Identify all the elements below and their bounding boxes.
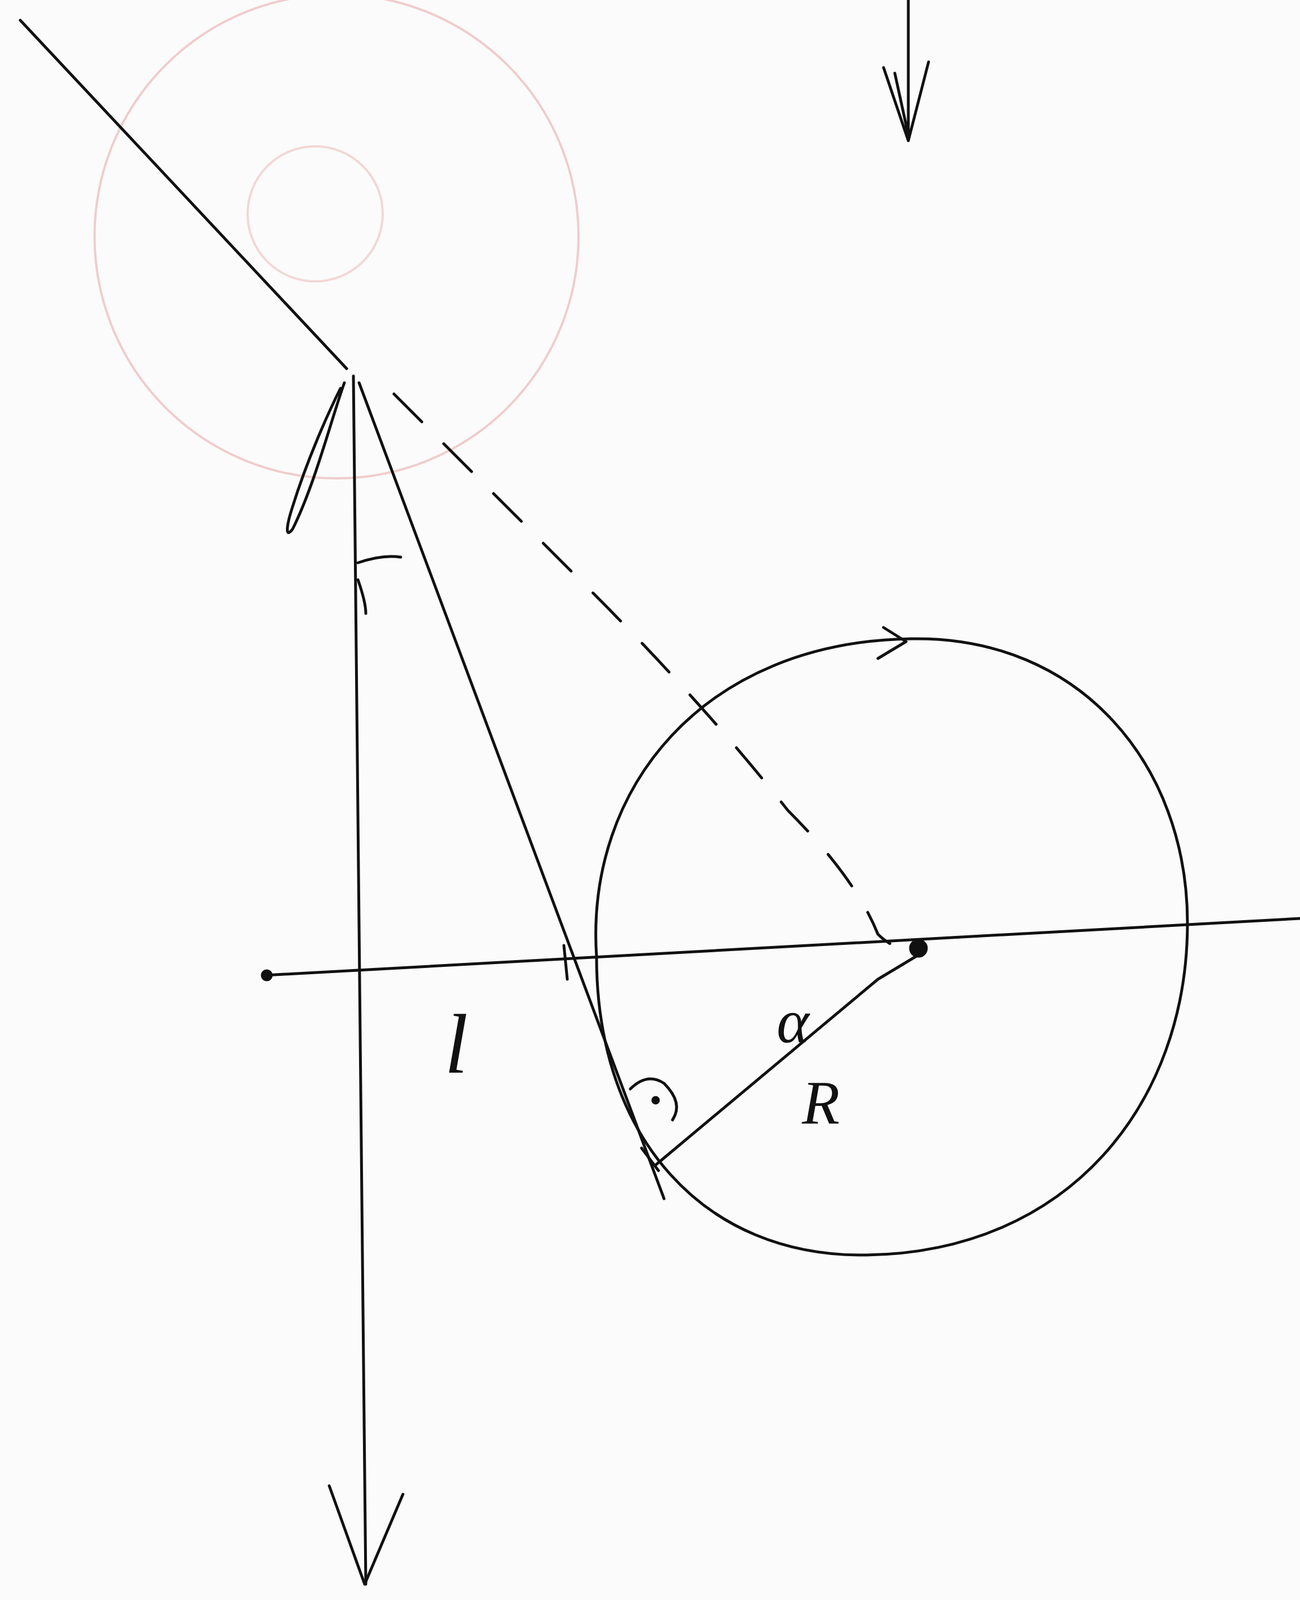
force-arrow — [883, 0, 929, 141]
axis-dot — [262, 970, 272, 980]
arrowhead — [329, 1485, 403, 1585]
circle-outline — [595, 638, 1188, 1255]
dashed-path — [393, 393, 915, 949]
figure-label: α — [776, 990, 810, 1053]
tick-mark — [641, 1148, 659, 1171]
angle-arc — [357, 579, 366, 614]
loop-mark — [287, 382, 345, 533]
vertical-line — [353, 375, 366, 1585]
radius-line — [655, 955, 918, 1165]
string-line — [20, 20, 347, 369]
figure-label: l — [444, 1001, 469, 1087]
right-angle-mark — [630, 1078, 677, 1120]
horizontal-line — [265, 918, 1300, 976]
figure-label: R — [801, 1072, 840, 1134]
right-angle-dot — [652, 1097, 659, 1104]
angle-arc — [357, 556, 401, 563]
string-line — [359, 382, 665, 1199]
bleed-circle — [247, 146, 383, 282]
centre-dot — [910, 940, 927, 957]
direction-arrow — [877, 627, 907, 659]
tick-mark — [563, 945, 568, 980]
